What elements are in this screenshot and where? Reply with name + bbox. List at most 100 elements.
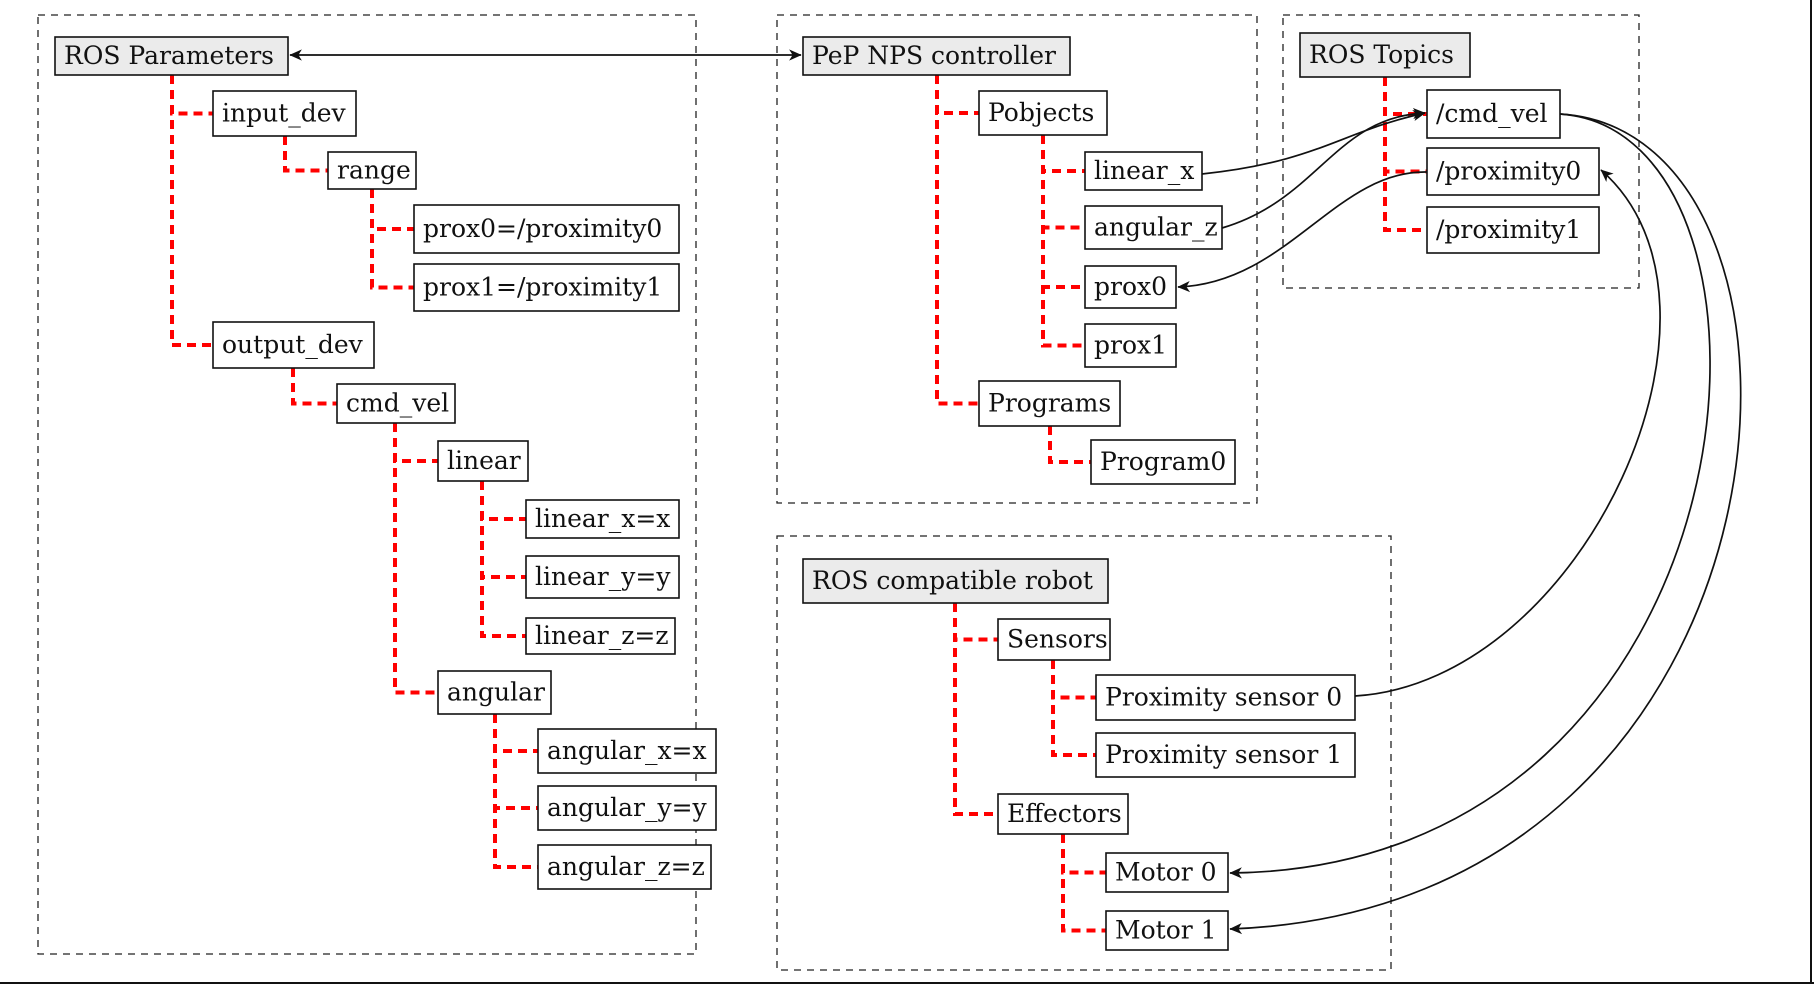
connector-t-p0-to-p0 [1177,171,1428,293]
node-label: input_dev [222,99,347,128]
node-robot: ROS compatible robot [802,558,1109,604]
node-label: prox0 [1094,272,1167,301]
connector-az-to-t-cmd [1221,107,1426,229]
tree-link-linear [393,423,438,463]
node-box [978,90,1108,136]
region-ros-topics [1282,14,1640,289]
tree-link-linx [480,481,526,521]
connector-ps0-to-t-p0 [1354,169,1661,697]
node-box [413,263,680,312]
node-m0: Motor 0 [1105,852,1229,893]
node-angular: angular [437,670,552,715]
node-label: ROS compatible robot [812,566,1093,595]
node-label: Proximity sensor 1 [1105,740,1342,769]
tree-link-sensors [953,603,998,642]
node-label: prox1=/proximity1 [423,273,662,302]
tree-link-program0 [1048,426,1091,464]
node-box [1084,205,1223,250]
node-prox0p: prox0=/proximity0 [413,204,680,254]
node-box [802,36,1071,76]
node-sensors: Sensors [997,618,1111,661]
connector-t-cmd-to-m0 [1229,113,1711,879]
node-box [525,499,680,539]
tree-link-prox1p [370,189,414,290]
node-prox1p: prox1=/proximity1 [413,263,680,312]
node-label: Effectors [1007,799,1122,828]
node-box [525,555,680,599]
tree-link-p1 [1041,135,1085,348]
node-box [413,204,680,254]
node-p0: prox0 [1084,265,1177,309]
tree-link-input-dev [170,75,213,116]
node-label: Motor 0 [1115,858,1217,887]
node-label: angular [447,678,545,707]
node-label: PeP NPS controller [812,41,1056,70]
node-t-cmd: /cmd_vel [1426,89,1561,139]
node-ps0: Proximity sensor 0 [1095,674,1356,721]
node-program0: Program0 [1090,439,1236,485]
node-linz: linear_z=z [525,617,676,655]
node-box [802,558,1109,604]
tree-link-effectors [953,603,998,816]
tree-link-output-dev [170,75,213,347]
tree-link-cmd-vel-p [291,368,337,406]
node-label: Motor 1 [1115,916,1217,945]
node-programs: Programs [978,380,1121,427]
node-label: range [337,156,411,185]
node-box [54,36,289,76]
node-cmd-vel-p: cmd_vel [336,383,456,424]
node-box [1426,206,1600,254]
tree-link-pobjects [935,75,979,115]
node-linear: linear [437,440,529,482]
node-label: linear [447,446,521,475]
node-label: Pobjects [988,98,1094,127]
node-label: cmd_vel [346,389,449,418]
node-box [997,618,1111,661]
tree-link-angz [493,714,538,869]
node-label: output_dev [222,330,364,359]
node-box [525,617,676,655]
node-label: prox1 [1094,331,1167,360]
node-label: prox0=/proximity0 [423,214,662,243]
node-box [212,90,357,137]
node-p1: prox1 [1084,323,1177,368]
node-box [978,380,1121,427]
node-angz: angular_z=z [537,844,712,890]
tree-link-p0 [1041,135,1085,289]
node-box [537,728,717,774]
node-rosparams: ROS Parameters [54,36,289,76]
tree-link-t-cmd [1383,77,1427,116]
tree-link-t-p1 [1383,77,1427,232]
node-label: linear_z=z [535,621,669,650]
node-box [1105,852,1229,893]
node-box [1084,151,1203,191]
tree-link-ps0 [1051,660,1096,700]
node-topics: ROS Topics [1299,32,1471,78]
node-output-dev: output_dev [212,321,375,369]
node-label: Proximity sensor 0 [1105,683,1342,712]
node-label: linear_x [1094,156,1194,185]
tree-link-lx [1041,135,1085,173]
node-box [1095,732,1356,778]
tree-link-liny [480,481,526,579]
node-lx: linear_x [1084,151,1203,191]
node-label: ROS Parameters [64,41,274,70]
node-pep: PeP NPS controller [802,36,1071,76]
tree-link-angy [493,714,538,810]
tree-link-range [283,136,328,173]
node-label: Sensors [1007,625,1108,654]
tree-link-prox0p [370,189,414,231]
node-box [212,321,375,369]
tree-link-ps1 [1051,660,1096,757]
region-pep-nps-controller [776,14,1258,504]
node-label: angular_z=z [547,852,705,881]
node-box [1084,323,1177,368]
node-box [537,785,717,831]
node-box [537,844,712,890]
node-ps1: Proximity sensor 1 [1095,732,1356,778]
node-label: angular_z [1094,213,1218,242]
node-angx: angular_x=x [537,728,717,774]
node-box [997,793,1129,835]
node-box [1090,439,1236,485]
